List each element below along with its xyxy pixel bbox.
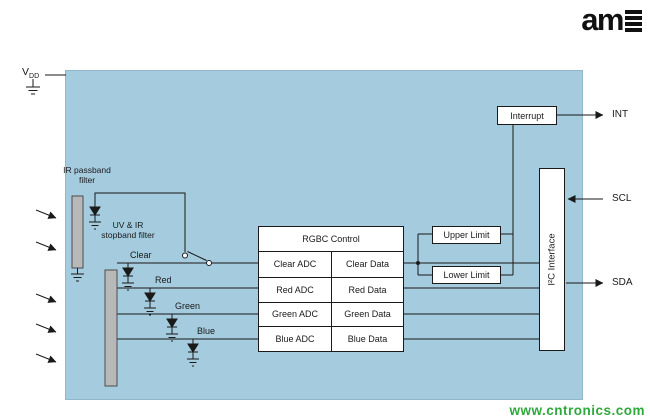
green-photodiode	[166, 314, 178, 342]
clear-photodiode	[122, 263, 134, 291]
green-adc-cell: Green ADC	[259, 301, 331, 327]
lower-limit-block: Lower Limit	[432, 266, 501, 284]
interrupt-block: Interrupt	[497, 106, 557, 125]
blue-photodiode	[187, 339, 199, 367]
ams-logo: am	[581, 4, 642, 35]
uv-ir-stopband-filter-label: UV & IR stopband filter	[101, 220, 155, 241]
blue-adc-cell: Blue ADC	[259, 326, 331, 351]
rgbc-control-block: RGBC Control Clear ADC Clear Data Red AD…	[258, 226, 404, 352]
junction-dot	[416, 261, 420, 265]
switch-arm	[187, 251, 207, 261]
scl-pin-label: SCL	[612, 193, 632, 204]
green-data-cell: Green Data	[331, 301, 403, 327]
light-arrow	[35, 323, 57, 333]
ir-photodiode	[89, 206, 101, 230]
clear-channel-label: Clear	[130, 250, 152, 260]
red-photodiode	[144, 288, 156, 316]
red-adc-cell: Red ADC	[259, 276, 331, 302]
light-arrow	[35, 293, 57, 303]
i2c-interface-block: I²C Interface	[539, 168, 565, 351]
ams-logo-text: am	[581, 2, 624, 37]
ir-filter-ground-symbol	[71, 268, 84, 282]
limit-branch-wire	[417, 233, 432, 276]
vdd-subscript: DD	[29, 73, 40, 81]
red-channel-label: Red	[155, 275, 172, 285]
uv-ir-stopband-filter-bar	[104, 269, 118, 387]
watermark-text: www.cntronics.com	[509, 403, 645, 418]
blue-channel-label: Blue	[197, 326, 216, 336]
vdd-pin-label: VDD	[22, 66, 39, 80]
clear-data-cell: Clear Data	[331, 252, 403, 277]
light-arrow	[35, 241, 57, 251]
ir-passband-filter-label: IR passband filter	[63, 165, 111, 186]
vdd-ground-symbol	[26, 79, 40, 95]
clear-adc-cell: Clear ADC	[273, 259, 317, 270]
ir-passband-filter-bar	[71, 195, 84, 269]
ir-photodiode-wire	[94, 192, 186, 252]
ams-logo-s-icon	[625, 10, 642, 32]
upper-limit-block: Upper Limit	[432, 226, 501, 244]
blue-data-cell: Blue Data	[331, 326, 403, 351]
light-arrow	[35, 353, 57, 363]
rgbc-control-grid: Clear ADC Clear Data Red ADC Red Data Gr…	[259, 252, 403, 351]
sda-pin-label: SDA	[612, 277, 633, 288]
green-channel-label: Green	[175, 301, 201, 311]
rgbc-control-title: RGBC Control	[259, 227, 403, 252]
red-data-cell: Red Data	[331, 276, 403, 302]
int-pin-label: INT	[612, 109, 629, 120]
light-arrow	[35, 209, 57, 219]
limit-output-wire	[501, 125, 514, 276]
vdd-symbol: V	[22, 66, 30, 78]
switch-pivot	[206, 260, 212, 266]
switch-contact	[182, 252, 188, 259]
i2c-interface-label: I²C Interface	[546, 233, 558, 286]
